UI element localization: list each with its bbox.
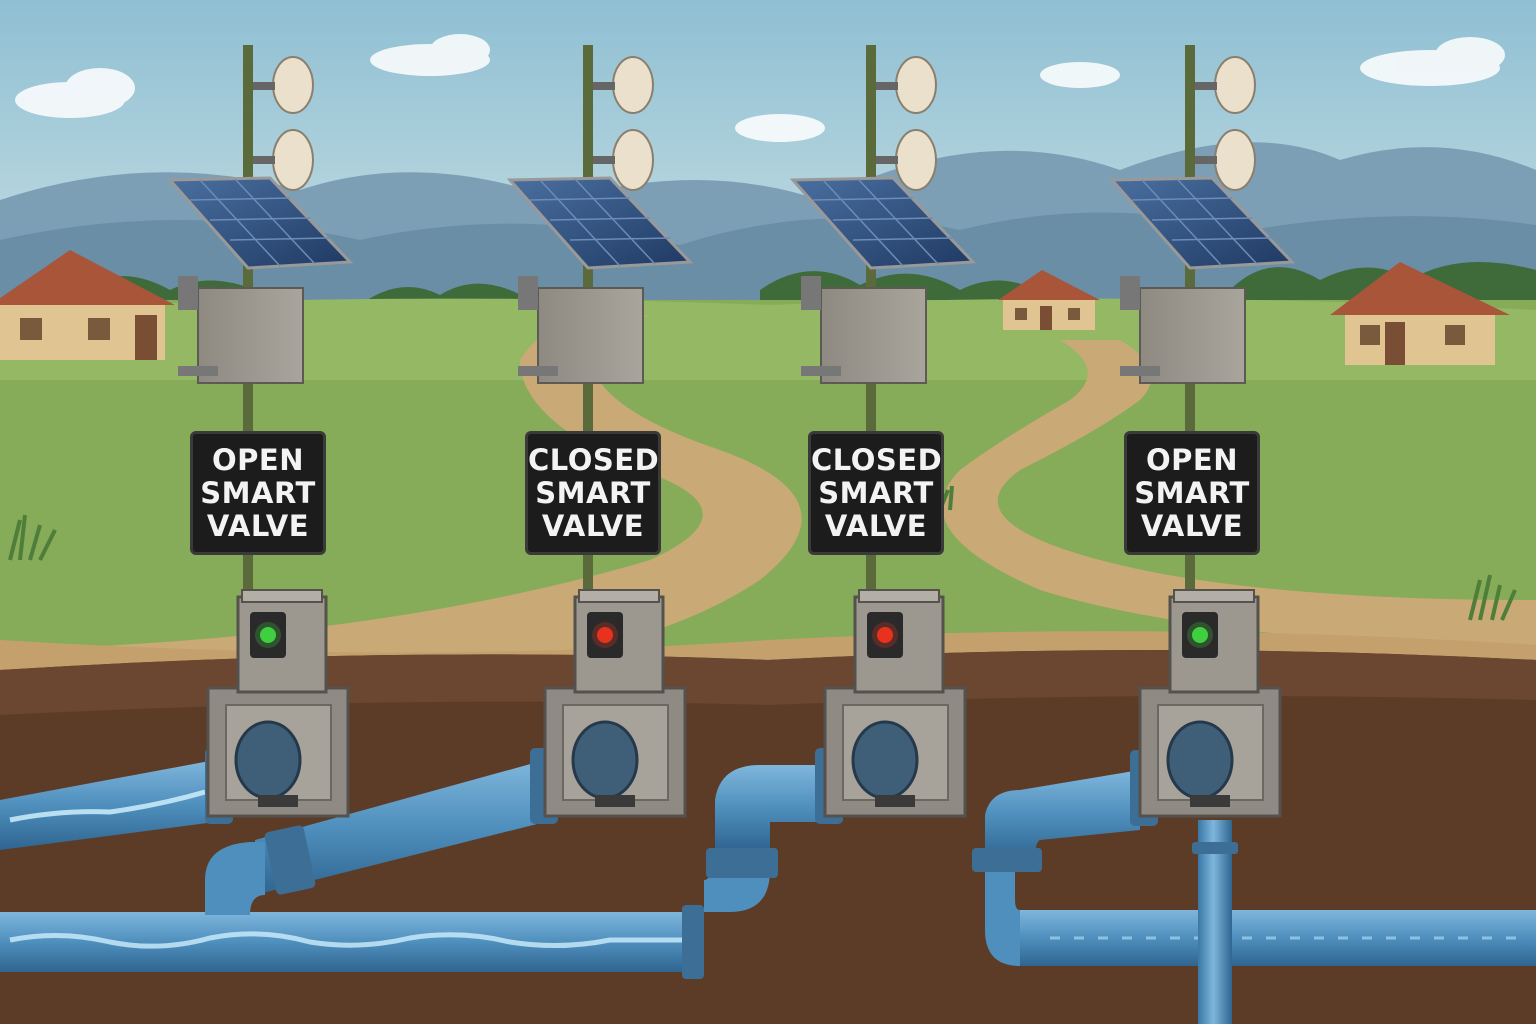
station-4 [1108, 45, 1296, 625]
control-box [178, 276, 304, 384]
dirt-path-right [942, 340, 1536, 650]
station-2 [506, 45, 694, 625]
valve-sign-line3: VALVE [1140, 508, 1244, 543]
valve-sign-line2: SMART [200, 475, 316, 510]
station-3 [789, 45, 977, 625]
valve-state-label: OPEN [212, 442, 304, 477]
indicator-light-icon [260, 627, 276, 643]
valve-sign-line3: VALVE [541, 508, 645, 543]
valve-sign-4: OPEN SMART VALVE [1124, 431, 1260, 555]
valve-sign-line3: VALVE [206, 508, 310, 543]
valve-actuator-icon [1138, 589, 1282, 818]
solar-panel-icon [789, 176, 977, 270]
station-1 [166, 45, 354, 625]
antenna-dish-icon [253, 56, 314, 191]
antenna-dish-icon [876, 56, 937, 191]
valve-state-label: OPEN [1146, 442, 1238, 477]
solar-panel-icon [1108, 176, 1296, 270]
valve-sign-line2: SMART [1134, 475, 1250, 510]
house-middle [998, 270, 1100, 330]
control-box [801, 276, 927, 384]
valve-sign-3: CLOSED SMART VALVE [808, 431, 944, 555]
valve-sign-2: CLOSED SMART VALVE [525, 431, 661, 555]
valve-actuator-icon [206, 589, 350, 818]
control-box [1120, 276, 1246, 384]
valve-sign-1: OPEN SMART VALVE [190, 431, 326, 555]
main-pipe-right [985, 860, 1536, 966]
valve-actuator-icon [543, 589, 687, 818]
indicator-light-icon [1192, 627, 1208, 643]
house-right [1330, 262, 1510, 365]
valve-sign-line3: VALVE [824, 508, 928, 543]
valve-state-label: CLOSED [528, 442, 660, 477]
house-left [0, 250, 175, 360]
solar-panel-icon [506, 176, 694, 270]
valve-sign-line2: SMART [818, 475, 934, 510]
solar-panel-icon [166, 176, 354, 270]
antenna-dish-icon [593, 56, 654, 191]
valve-state-label: CLOSED [811, 442, 943, 477]
soil-top [0, 650, 1536, 715]
clouds [15, 34, 1505, 142]
control-box [518, 276, 644, 384]
indicator-light-icon [597, 627, 613, 643]
dirt-path [0, 315, 802, 670]
antenna-dish-icon [1195, 56, 1256, 191]
valve-actuator-icon [823, 589, 967, 818]
indicator-light-icon [877, 627, 893, 643]
valve4-pipe [972, 750, 1238, 1024]
valve-sign-line2: SMART [535, 475, 651, 510]
